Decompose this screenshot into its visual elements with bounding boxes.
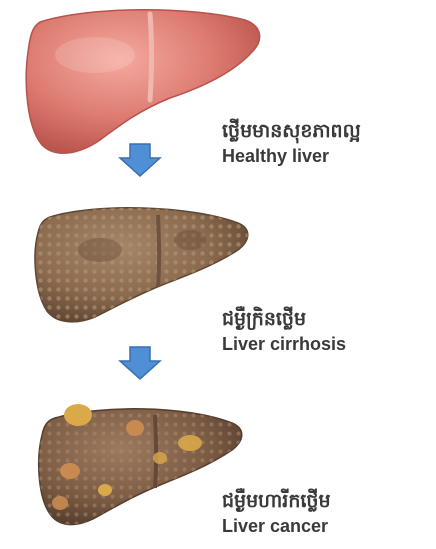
arrow-down-icon — [118, 142, 162, 178]
arrow-down-icon — [118, 345, 162, 381]
healthy-liver-label-km: ថ្លើមមានសុខភាពល្អ — [222, 118, 361, 144]
healthy-liver-label-en: Healthy liver — [222, 144, 361, 168]
cirrhosis-liver-label: ជម្ងឺក្រិនថ្លើម Liver cirrhosis — [222, 306, 346, 356]
healthy-liver-illustration — [0, 0, 436, 175]
healthy-liver-label: ថ្លើមមានសុខភាពល្អ Healthy liver — [222, 118, 361, 168]
cirrhosis-liver-label-km: ជម្ងឺក្រិនថ្លើម — [222, 306, 346, 332]
cancer-liver-label-en: Liver cancer — [222, 514, 331, 538]
cancer-liver-label-km: ជម្ងឺមហារីកថ្លើម — [222, 488, 331, 514]
cancer-liver-illustration — [0, 393, 436, 543]
cirrhosis-liver-label-en: Liver cirrhosis — [222, 332, 346, 356]
cirrhosis-liver-illustration — [0, 195, 436, 330]
healthy-liver-ligament — [150, 14, 152, 100]
cancer-liver-label: ជម្ងឺមហារីកថ្លើម Liver cancer — [222, 488, 331, 538]
